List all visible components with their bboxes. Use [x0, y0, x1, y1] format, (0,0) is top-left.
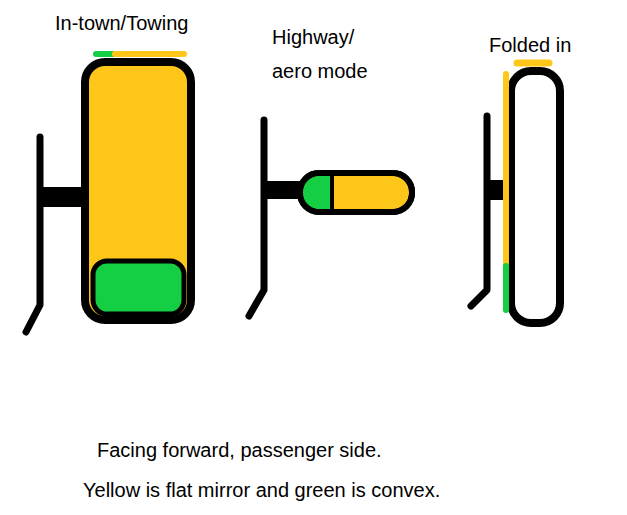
- mirror-extended: [26, 54, 191, 332]
- mode-label: In-town/Towing: [55, 6, 188, 40]
- caption-note: Yellow is flat mirror and green is conve…: [83, 473, 440, 507]
- mode-label: Folded in: [489, 28, 571, 62]
- caption-note: Facing forward, passenger side.: [97, 433, 382, 467]
- mode-label: Highway/ aero mode: [272, 20, 392, 88]
- mirror-folded: [471, 63, 560, 323]
- mirror-aero: [249, 120, 412, 316]
